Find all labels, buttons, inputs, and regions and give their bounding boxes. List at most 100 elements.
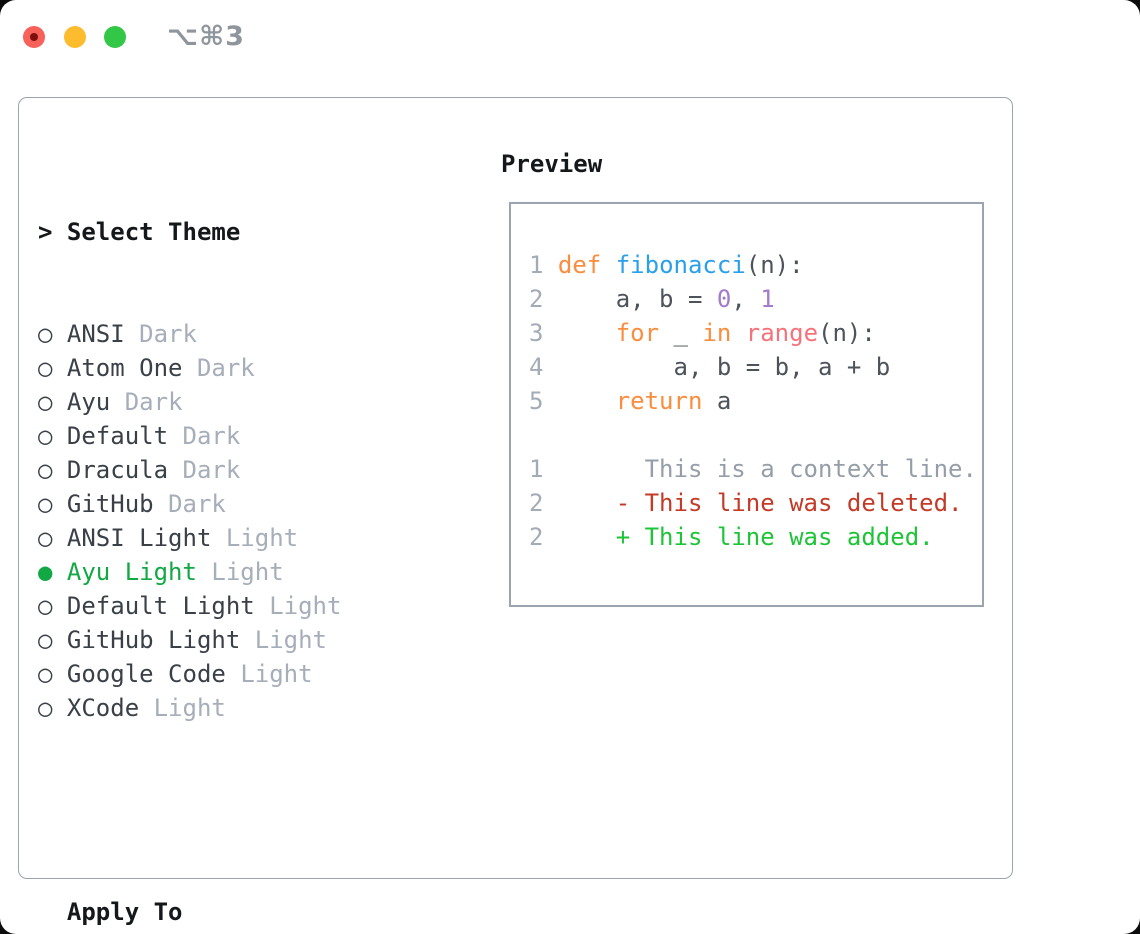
theme-name: XCode bbox=[66, 694, 140, 722]
theme-option[interactable]: ○ GitHub Dark bbox=[38, 487, 443, 521]
theme-picker-panel: > Select Theme ○ ANSI Dark○ Atom One Dar… bbox=[18, 97, 1013, 926]
code-segment: 1 bbox=[760, 285, 775, 313]
code-segment: fibonacci bbox=[615, 251, 746, 279]
theme-option[interactable]: ○ ANSI Dark bbox=[38, 317, 443, 351]
theme-option[interactable]: ○ Dracula Dark bbox=[38, 453, 443, 487]
radio-icon: ○ bbox=[38, 320, 53, 348]
apply-to-heading: Apply To bbox=[66, 898, 183, 926]
code-line bbox=[529, 418, 977, 452]
select-theme-heading: > Select Theme bbox=[38, 215, 443, 249]
code-segment: (n): bbox=[745, 251, 804, 279]
theme-name: Ayu bbox=[66, 388, 111, 416]
theme-name: GitHub Light bbox=[66, 626, 241, 654]
theme-variant-label: Light bbox=[269, 592, 342, 620]
code-segment bbox=[558, 387, 616, 415]
select-theme-heading-label: Select Theme bbox=[66, 218, 241, 246]
code-segment: This is a context line. bbox=[557, 455, 977, 483]
theme-variant-label: Dark bbox=[124, 388, 183, 416]
theme-list: ○ ANSI Dark○ Atom One Dark○ Ayu Dark○ De… bbox=[38, 317, 443, 725]
theme-variant-label: Dark bbox=[182, 456, 241, 484]
theme-option[interactable]: ○ ANSI Light Light bbox=[38, 521, 443, 555]
window-title-shortcut: ⌥⌘3 bbox=[167, 21, 245, 52]
code-segment: a, b = bbox=[557, 285, 717, 313]
line-number: 1 bbox=[529, 251, 544, 279]
code-segment: range bbox=[745, 319, 819, 347]
code-segment: + This line was added. bbox=[557, 523, 934, 551]
code-line: 2 - This line was deleted. bbox=[529, 486, 977, 520]
code-segment bbox=[558, 319, 616, 347]
code-line: 3 for _ in range(n): bbox=[529, 316, 977, 350]
zoom-button[interactable] bbox=[104, 26, 126, 48]
theme-option[interactable]: ○ Google Code Light bbox=[38, 657, 443, 691]
theme-option[interactable]: ● Ayu Light Light bbox=[38, 555, 443, 589]
line-number: 2 bbox=[529, 489, 544, 517]
theme-option[interactable]: ○ Ayu Dark bbox=[38, 385, 443, 419]
line-number: 2 bbox=[529, 285, 544, 313]
theme-variant-label: Light bbox=[211, 558, 284, 586]
radio-icon: ○ bbox=[38, 354, 53, 382]
preview-heading: Preview bbox=[501, 150, 603, 178]
code-line: 4 a, b = b, a + b bbox=[529, 350, 977, 384]
theme-variant-label: Light bbox=[254, 626, 327, 654]
theme-name: ANSI Light bbox=[66, 524, 212, 552]
radio-icon: ○ bbox=[38, 388, 53, 416]
code-segment bbox=[601, 251, 615, 279]
code-segment: (n): bbox=[818, 319, 876, 347]
close-dot-icon bbox=[30, 33, 38, 41]
line-number: 2 bbox=[529, 523, 544, 551]
theme-option[interactable]: ○ Default Dark bbox=[38, 419, 443, 453]
spacer bbox=[38, 793, 443, 827]
line-number: 4 bbox=[529, 353, 544, 381]
close-button[interactable] bbox=[23, 26, 45, 48]
theme-variant-label: Dark bbox=[196, 354, 255, 382]
code-segment: in bbox=[702, 319, 732, 347]
code-line: 1 def fibonacci(n): bbox=[529, 248, 977, 282]
radio-icon: ● bbox=[38, 558, 53, 586]
titlebar: ⌥⌘3 bbox=[0, 0, 1140, 70]
code-segment: def bbox=[557, 251, 602, 279]
minimize-button[interactable] bbox=[64, 26, 86, 48]
radio-icon: ○ bbox=[38, 592, 53, 620]
code-line: 5 return a bbox=[529, 384, 977, 418]
radio-icon: ○ bbox=[38, 490, 53, 518]
code-line: 1 This is a context line. bbox=[529, 452, 977, 486]
code-segment: - This line was deleted. bbox=[557, 489, 963, 517]
theme-name: Default Light bbox=[66, 592, 255, 620]
theme-name: Atom One bbox=[66, 354, 183, 382]
theme-variant-label: Light bbox=[240, 660, 313, 688]
theme-variant-label: Dark bbox=[139, 320, 197, 348]
code-segment: a, b = b, a + b bbox=[557, 353, 891, 381]
theme-option[interactable]: ○ XCode Light bbox=[38, 691, 443, 725]
code-segment: , bbox=[731, 285, 761, 313]
theme-option[interactable]: ○ Atom One Dark bbox=[38, 351, 443, 385]
theme-name: Ayu Light bbox=[66, 558, 197, 586]
line-number: 5 bbox=[529, 387, 544, 415]
radio-icon: ○ bbox=[38, 660, 53, 688]
radio-icon: ○ bbox=[38, 422, 53, 450]
code-segment: a bbox=[702, 387, 732, 415]
theme-variant-label: Dark bbox=[182, 422, 241, 450]
theme-variant-label: Dark bbox=[168, 490, 226, 518]
code-line: 2 + This line was added. bbox=[529, 520, 977, 554]
theme-option[interactable]: ○ Default Light Light bbox=[38, 589, 443, 623]
theme-name: ANSI bbox=[66, 320, 125, 348]
code-segment: return bbox=[615, 387, 703, 415]
code-segment bbox=[731, 319, 745, 347]
radio-icon: ○ bbox=[38, 626, 53, 654]
code-segment: _ bbox=[659, 319, 703, 347]
theme-variant-label: Light bbox=[225, 524, 299, 552]
theme-option[interactable]: ○ GitHub Light Light bbox=[38, 623, 443, 657]
radio-icon: ○ bbox=[38, 456, 53, 484]
line-number: 3 bbox=[529, 319, 544, 347]
theme-variant-label: Light bbox=[153, 694, 226, 722]
theme-name: GitHub bbox=[66, 490, 154, 518]
radio-icon: ○ bbox=[38, 524, 53, 552]
theme-name: Default bbox=[66, 422, 169, 450]
theme-name: Dracula bbox=[66, 456, 169, 484]
prompt-caret-icon: > bbox=[38, 218, 53, 246]
radio-icon: ○ bbox=[38, 694, 53, 722]
theme-name: Google Code bbox=[66, 660, 226, 688]
